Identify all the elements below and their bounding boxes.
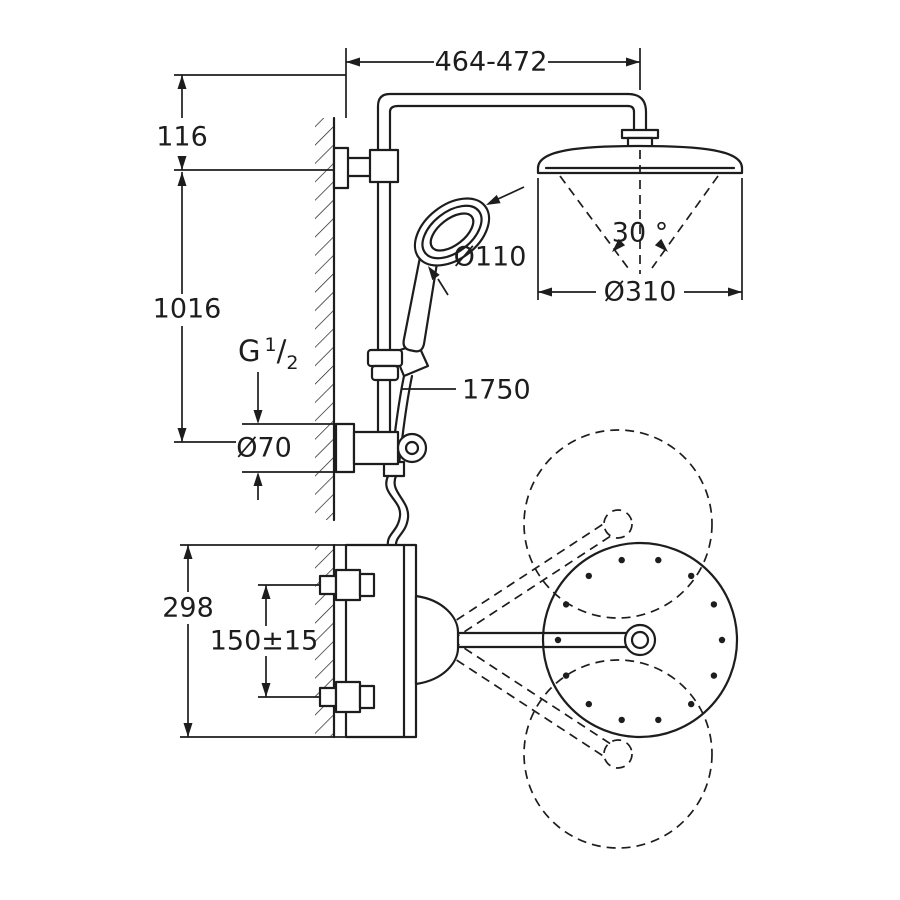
dim-298-label: 298: [162, 593, 214, 624]
dim-116: 116: [156, 74, 346, 171]
lower-plan-view: 298 150±15: [162, 429, 739, 849]
hand-shower: [402, 197, 491, 353]
nozzle-dots: [554, 556, 726, 724]
dim-headshower-label: Ø310: [604, 277, 677, 308]
dim-handshower: Ø110: [428, 186, 527, 296]
shower-arm: [414, 594, 628, 686]
dim-hose-length-label: 1750: [462, 375, 531, 406]
dim-116-label: 116: [156, 122, 208, 153]
dim-top-span-label: 464-472: [435, 47, 548, 78]
spray-cone-left: [559, 175, 629, 269]
dim-hose-length: 1750: [402, 375, 531, 406]
dim-spray-angle: 30 °: [612, 218, 668, 252]
dim-port-spacing-label: 150±15: [210, 626, 319, 657]
dim-top-span: 464-472: [345, 47, 641, 118]
shower-hose: [382, 374, 414, 558]
head-shower: [536, 128, 744, 274]
wall-bracket: [332, 146, 400, 190]
wall-section-upper: [315, 116, 336, 522]
swivel-range-upper: [443, 429, 713, 641]
dim-spray-angle-label: 30 °: [612, 218, 668, 249]
swivel-range-lower: [443, 639, 713, 849]
dim-298: 298: [162, 544, 346, 738]
upper-elevation-view: 464-472 116 1016 G1/2: [153, 47, 744, 558]
dim-headshower: Ø310: [537, 178, 743, 308]
thermostat-valve: [334, 422, 428, 474]
dim-1016: 1016: [153, 172, 236, 443]
supply-connection-bottom: [318, 680, 376, 714]
dim-port-spacing: 150±15: [210, 584, 320, 698]
dim-1016-label: 1016: [153, 294, 222, 325]
supply-connection-top: [318, 568, 376, 602]
head-shower-front: [541, 541, 739, 739]
shower-riser-pipe: [376, 92, 648, 438]
dim-escutcheon-label: Ø70: [236, 433, 292, 464]
dim-escutcheon: Ø70: [236, 423, 336, 500]
spray-cone-right: [651, 175, 719, 269]
dim-handshower-label: Ø110: [454, 242, 527, 273]
valve-knob: [396, 432, 428, 464]
